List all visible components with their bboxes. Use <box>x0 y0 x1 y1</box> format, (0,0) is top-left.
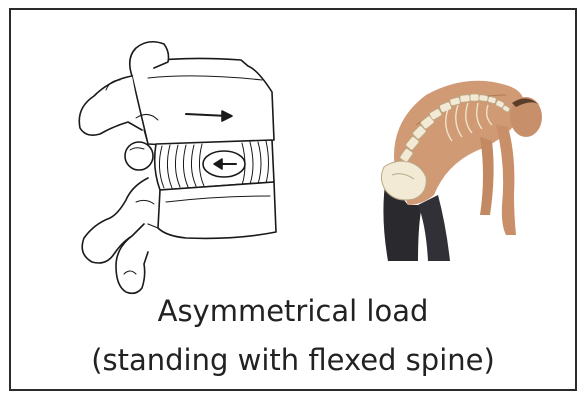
bending-person-illustration <box>356 55 551 261</box>
vertebra-disc-illustration <box>36 18 291 301</box>
caption-line-2: (standing with flexed spine) <box>23 346 563 375</box>
slide-frame: Asymmetrical load (standing with flexed … <box>9 8 577 391</box>
caption-line-1: Asymmetrical load <box>23 297 563 326</box>
